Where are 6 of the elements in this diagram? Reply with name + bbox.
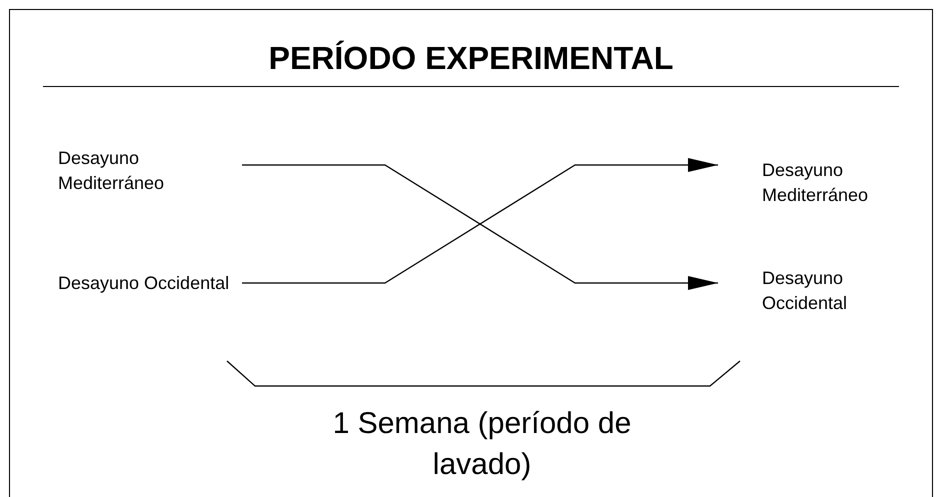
- node-label: Desayuno Occidental: [57, 272, 230, 295]
- title: PERÍODO EXPERIMENTAL: [268, 39, 674, 78]
- node-label: Desayuno Occidental: [761, 267, 848, 315]
- node-label: Desayuno Mediterráneo: [57, 147, 166, 195]
- duration-label: 1 Semana (período de lavado): [332, 406, 632, 483]
- node-label: Desayuno Mediterráneo: [761, 159, 870, 207]
